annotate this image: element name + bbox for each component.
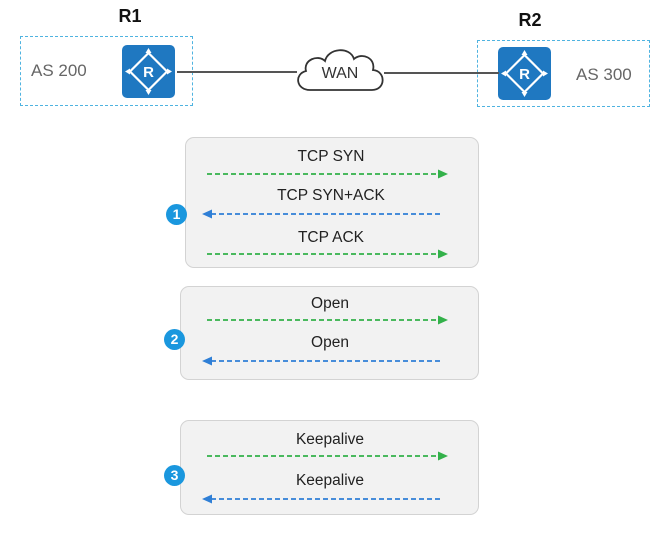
wan-r2-link xyxy=(384,72,499,74)
arrow-left-icon xyxy=(200,493,445,505)
arrow-left-icon xyxy=(200,208,445,220)
msg-open-label: Open xyxy=(311,295,349,312)
msg-keepalive-label: Keepalive xyxy=(295,431,365,448)
msg-tcp-syn-ack-label: TCP SYN+ACK xyxy=(277,187,385,204)
arrow-right-icon xyxy=(205,450,450,462)
wan-cloud-icon: WAN xyxy=(290,40,390,100)
r1-router-icon[interactable]: R xyxy=(122,45,175,98)
arrow-right-icon xyxy=(205,314,450,326)
step-2-badge: 2 xyxy=(164,329,185,350)
msg-open-reply-label: Open xyxy=(311,334,349,351)
r1-title: R1 xyxy=(118,6,142,26)
svg-text:R: R xyxy=(143,64,154,81)
arrow-left-icon xyxy=(200,355,445,367)
arrow-right-icon xyxy=(205,168,450,180)
r2-title: R2 xyxy=(518,10,542,30)
step-3-badge: 3 xyxy=(164,465,185,486)
as-300-label: AS 300 xyxy=(576,65,632,84)
arrow-right-icon xyxy=(205,248,450,260)
r2-router-icon[interactable]: R xyxy=(498,47,551,100)
svg-text:R: R xyxy=(519,66,530,83)
msg-tcp-ack-label: TCP ACK xyxy=(297,229,365,246)
wan-label: WAN xyxy=(321,65,359,82)
as-300-box: R AS 300 xyxy=(477,40,650,107)
msg-tcp-syn-label: TCP SYN xyxy=(297,148,365,165)
step-1-badge: 1 xyxy=(166,204,187,225)
as-200-box: AS 200 R xyxy=(20,36,193,106)
msg-keepalive-reply-label: Keepalive xyxy=(295,472,365,489)
r1-wan-link xyxy=(177,71,297,73)
as-200-label: AS 200 xyxy=(31,61,87,80)
phase-2-panel xyxy=(180,286,479,380)
phase-1-panel xyxy=(185,137,479,268)
